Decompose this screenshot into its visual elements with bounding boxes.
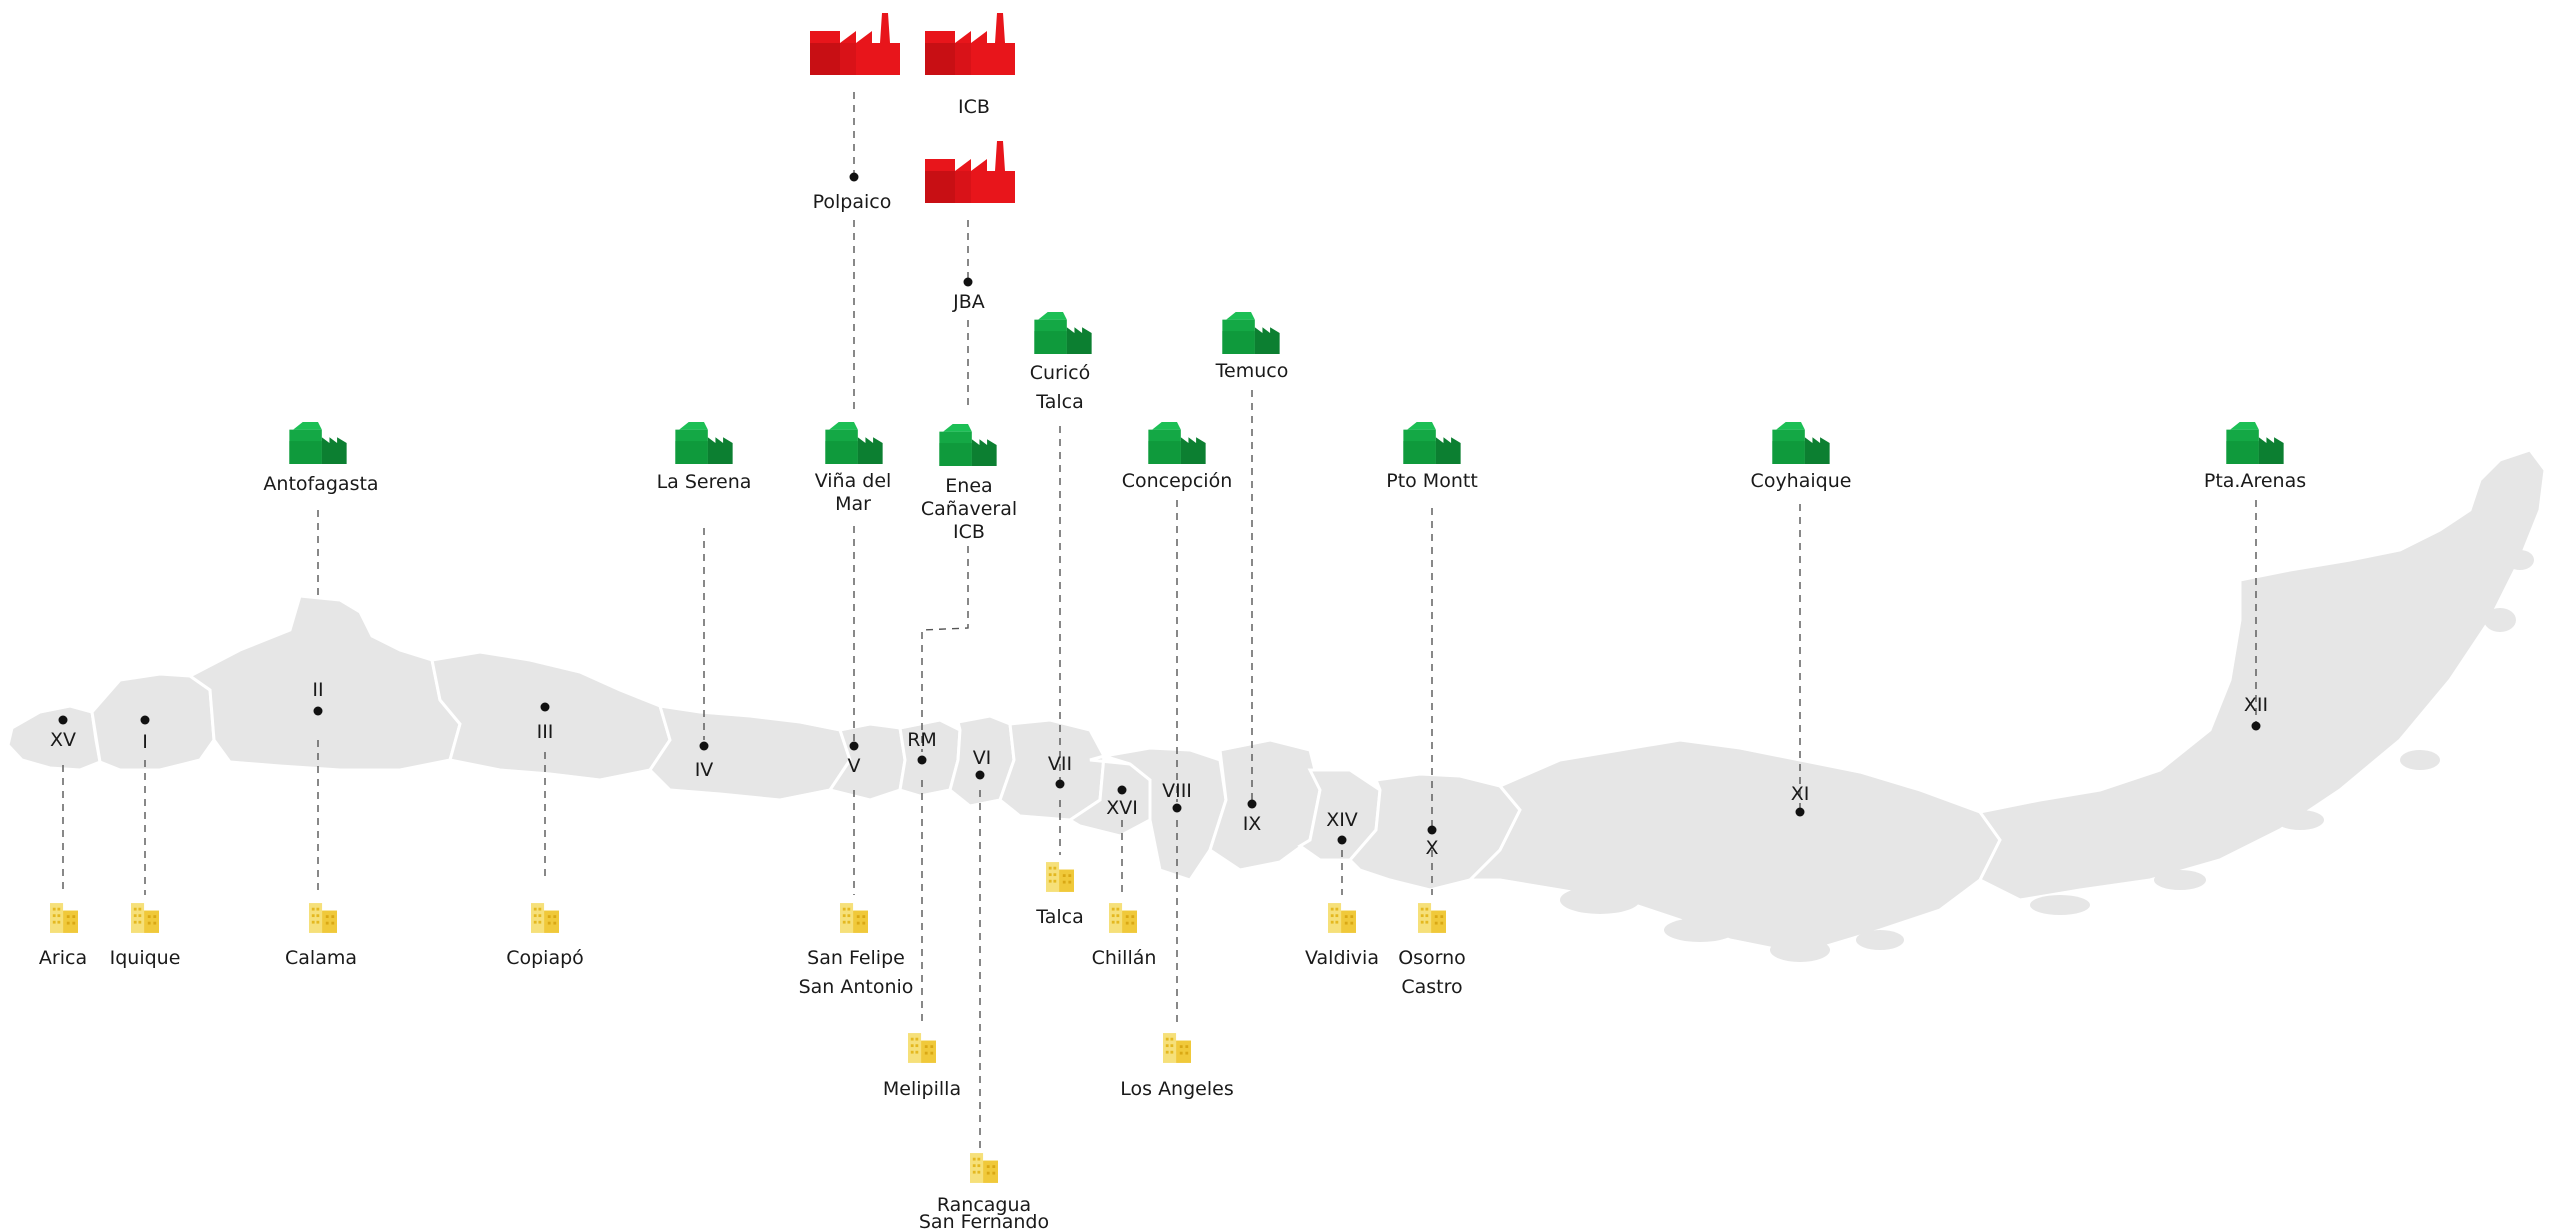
factory-green-icon: [1772, 422, 1830, 464]
factory-green-icon: [939, 424, 997, 466]
green-plant-label-enea-2: Cañaveral: [921, 498, 1017, 520]
region-shape-xiv: [1297, 768, 1382, 862]
office-building-icon: [309, 903, 337, 933]
region-label-ii: II: [312, 679, 323, 701]
region-label-ix: IX: [1243, 813, 1262, 835]
region-label-xii: XII: [2244, 694, 2268, 716]
green-plant-label-vina-2: Mar: [835, 493, 871, 515]
office-building-icon: [908, 1033, 936, 1063]
office-building-icon: [840, 903, 868, 933]
factory-green-icon: [2226, 422, 2284, 464]
region-label-i: I: [142, 731, 148, 753]
region-shape-i: [90, 672, 216, 772]
factory-red-icon: [810, 13, 900, 75]
green-plant-label-temuco: Temuco: [1215, 360, 1289, 382]
office-label-arica: Arica: [39, 947, 87, 969]
region-label-iii: III: [537, 721, 554, 743]
region-shape-vi: [948, 714, 1016, 808]
office-label-valdivia: Valdivia: [1305, 947, 1379, 969]
region-shape-viii: [1103, 746, 1228, 882]
factory-green-icon: [1222, 312, 1280, 354]
green-plant-label-concepcion: Concepción: [1122, 470, 1233, 492]
region-shape-xi: [1466, 738, 2002, 952]
green-plant-label-antofagasta: Antofagasta: [263, 473, 378, 495]
region-shape-iv: [648, 704, 852, 802]
office-label-chillan: Chillán: [1092, 947, 1157, 969]
office-label-rancagua-1: Rancagua: [937, 1194, 1031, 1216]
red-point-label-polpaico: Polpaico: [813, 191, 892, 213]
factory-green-icon: [1148, 422, 1206, 464]
office-building-icon: [1328, 903, 1356, 933]
green-plant-label-enea-1: Enea: [945, 475, 992, 497]
region-shape-xii: [1977, 448, 2547, 902]
green-plant-label-ptomontt: Pto Montt: [1386, 470, 1478, 492]
leader-lines: [62, 92, 2257, 1150]
region-label-xi: XI: [1791, 783, 1810, 805]
office-label-osorno-2: Castro: [1401, 976, 1462, 998]
region-label-vii: VII: [1048, 753, 1072, 775]
green-plant-label-curico-2: Talca: [1035, 391, 1083, 413]
land-regions: [6, 448, 2547, 962]
green-plant-label-laserena: La Serena: [657, 471, 752, 493]
factory-green-icon: [825, 422, 883, 464]
region-label-vi: VI: [973, 747, 992, 769]
office-building-icon: [50, 903, 78, 933]
office-label-rancagua-2: San Fernando: [919, 1211, 1049, 1232]
office-label-losangeles: Los Angeles: [1120, 1078, 1233, 1100]
region-label-rm: RM: [907, 729, 937, 751]
green-plant-label-curico-1: Curicó: [1030, 362, 1090, 384]
office-building-icon: [1109, 903, 1137, 933]
region-shape-ix: [1208, 738, 1322, 872]
office-building-icon: [1418, 903, 1446, 933]
factory-green-icon: [675, 422, 733, 464]
offices: Arica Iquique Calama Copiapó San Felipe …: [39, 862, 1466, 1232]
region-label-viii: VIII: [1162, 780, 1192, 802]
factory-red-icon: [925, 141, 1015, 203]
office-building-icon: [1163, 1033, 1191, 1063]
factory-green-icon: [1403, 422, 1461, 464]
green-plant-label-ptaarenas: Pta.Arenas: [2204, 470, 2306, 492]
office-label-sanfelipe-1: San Felipe: [807, 947, 905, 969]
office-label-iquique: Iquique: [110, 947, 181, 969]
region-label-xvi: XVI: [1106, 797, 1138, 819]
factory-green-icon: [289, 422, 347, 464]
region-label-v: V: [848, 755, 861, 777]
region-label-x: X: [1425, 837, 1438, 859]
region-markers: XV I II III IV V RM VI VII XVI VIII IX X…: [50, 679, 2268, 859]
office-building-icon: [1046, 862, 1074, 892]
red-plant-label-icb: ICB: [958, 96, 990, 118]
factory-red-icon: [925, 13, 1015, 75]
office-building-icon: [531, 903, 559, 933]
red-point-label-jba: JBA: [952, 291, 985, 313]
office-building-icon: [970, 1153, 998, 1183]
office-label-melipilla: Melipilla: [883, 1078, 961, 1100]
region-label-iv: IV: [695, 759, 714, 781]
green-plant-label-vina-1: Viña del: [815, 470, 892, 492]
green-plant-label-coyhaique: Coyhaique: [1751, 470, 1852, 492]
green-plant-label-enea-3: ICB: [953, 521, 985, 543]
office-label-talca: Talca: [1035, 906, 1083, 928]
region-shape-ii: [187, 594, 462, 772]
office-label-copiapo: Copiapó: [506, 947, 584, 969]
region-label-xiv: XIV: [1326, 809, 1358, 831]
office-label-osorno-1: Osorno: [1398, 947, 1466, 969]
factory-green-icon: [1034, 312, 1092, 354]
region-shape-iii: [430, 650, 672, 782]
office-label-sanfelipe-2: San Antonio: [799, 976, 914, 998]
green-plants: Antofagasta La Serena Viña del Mar Enea …: [263, 312, 2306, 543]
office-building-icon: [131, 903, 159, 933]
office-label-calama: Calama: [285, 947, 357, 969]
region-label-xv: XV: [50, 729, 76, 751]
red-plants: ICB Polpaico JBA: [810, 13, 1015, 313]
